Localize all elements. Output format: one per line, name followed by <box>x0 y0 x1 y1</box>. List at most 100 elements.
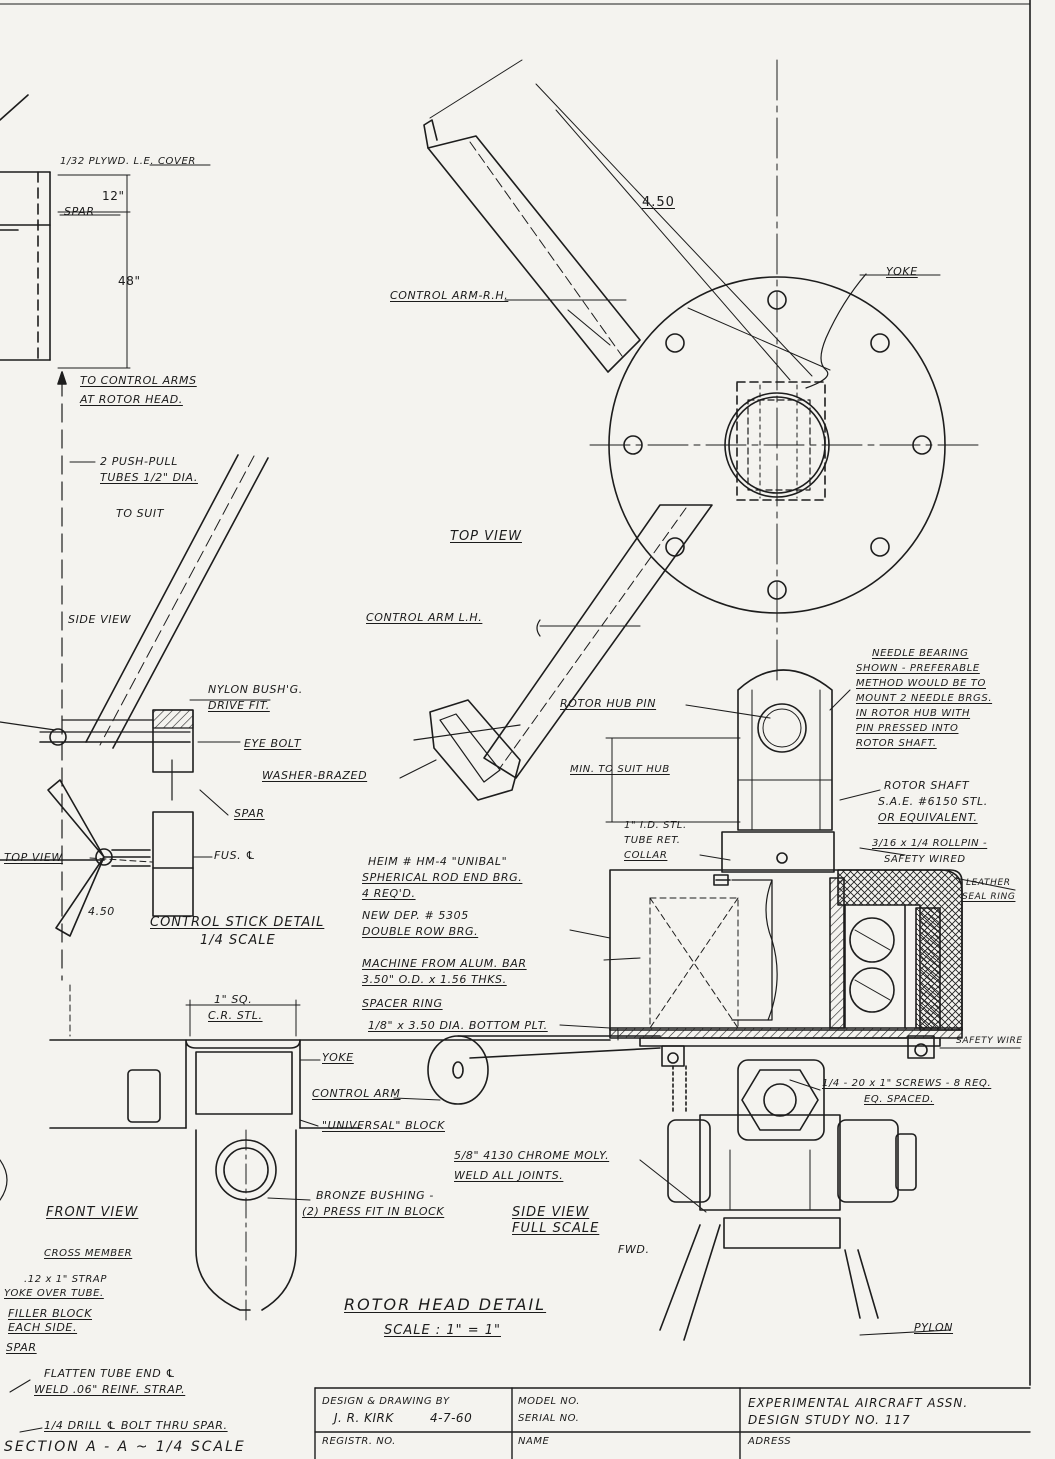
label-needle-1: NEEDLE BEARING <box>872 648 969 659</box>
label-control-arm-front: CONTROL ARM <box>312 1087 401 1100</box>
label-spar-mid: SPAR <box>234 807 265 820</box>
label-tubes-dia: TUBES 1/2" DIA. <box>100 471 198 484</box>
tb-name-label: NAME <box>518 1436 550 1447</box>
label-to-suit: TO SUIT <box>116 507 165 520</box>
label-top-view: TOP VIEW <box>450 529 522 544</box>
label-chrome-moly: 5/8" 4130 CHROME MOLY. <box>454 1149 610 1162</box>
label-fus-centerline: FUS. ℄ <box>214 849 256 862</box>
label-cross-member: CROSS MEMBER <box>44 1248 133 1259</box>
label-at-rotor-head: AT ROTOR HEAD. <box>80 393 183 406</box>
dim-12: 12" <box>102 189 125 203</box>
tb-designer: J. R. KIRK <box>334 1411 394 1425</box>
label-min-to-suit-hub: MIN. TO SUIT HUB <box>570 764 670 775</box>
dim-48: 48" <box>118 274 141 288</box>
label-rotor-hub-pin: ROTOR HUB PIN <box>560 697 657 710</box>
label-filler-block: FILLER BLOCK <box>8 1307 93 1320</box>
label-each-side: EACH SIDE. <box>8 1321 78 1334</box>
rotor-shaft-side-view <box>605 669 963 1113</box>
label-bronze-bushing: BRONZE BUSHING - <box>316 1189 434 1202</box>
label-yoke-front: YOKE <box>322 1051 354 1064</box>
label-flatten-1: FLATTEN TUBE END ℄ <box>44 1367 176 1380</box>
dim-450-small: 4.50 <box>88 905 115 918</box>
label-side-view-full: SIDE VIEW <box>512 1205 590 1220</box>
label-or-equivalent: OR EQUIVALENT. <box>878 811 978 824</box>
control-arm-leader <box>57 371 67 981</box>
label-drill-bolt: 1/4 DRILL ℄ BOLT THRU SPAR. <box>44 1419 228 1432</box>
label-tube-ret-2: TUBE RET. <box>624 835 681 846</box>
label-needle-5: IN ROTOR HUB WITH <box>856 708 971 719</box>
label-ply-le-cover: 1/32 PLYWD. L.E. COVER <box>60 156 196 167</box>
label-bottom-plt: 1/8" x 3.50 DIA. BOTTOM PLT. <box>368 1019 548 1032</box>
control-arm-end <box>427 1035 661 1105</box>
label-drive-fit: DRIVE FIT. <box>208 699 270 712</box>
label-weld-all-joints: WELD ALL JOINTS. <box>454 1169 564 1182</box>
label-heim-1: HEIM # HM-4 "UNIBAL" <box>368 855 508 868</box>
label-safety-wire: SAFETY WIRE <box>956 1036 1023 1046</box>
control-arm-rh-drawing <box>423 59 813 381</box>
label-yoke-top: YOKE <box>886 265 918 278</box>
label-rotor-shaft: ROTOR SHAFT <box>884 779 970 792</box>
label-cr-stl: C.R. STL. <box>208 1009 263 1022</box>
tb-study: DESIGN STUDY NO. 117 <box>748 1413 911 1427</box>
label-stick-scale: 1/4 SCALE <box>200 933 276 948</box>
tb-date: 4-7-60 <box>430 1411 473 1425</box>
label-tube-ret-3: COLLAR <box>624 850 668 861</box>
label-side-view-small: SIDE VIEW <box>68 613 132 626</box>
label-eq-spaced: EQ. SPACED. <box>864 1094 935 1105</box>
label-nylon-bushing: NYLON BUSH'G. <box>208 683 303 696</box>
label-1-sq: 1" SQ. <box>214 993 253 1006</box>
label-spacer-ring: SPACER RING <box>362 997 443 1010</box>
label-screws: 1/4 - 20 x 1" SCREWS - 8 REQ. <box>822 1078 992 1089</box>
label-rollpin: 3/16 x 1/4 ROLLPIN - <box>872 838 988 849</box>
leader-lines <box>9 164 1021 1433</box>
tb-model-label: MODEL NO. <box>518 1396 580 1407</box>
label-machine-1: MACHINE FROM ALUM. BAR <box>362 957 527 970</box>
label-washer-brazed: WASHER-BRAZED <box>262 769 368 782</box>
label-rotor-head-detail: ROTOR HEAD DETAIL <box>344 1295 547 1314</box>
label-control-stick-detail: CONTROL STICK DETAIL <box>150 915 325 930</box>
label-heim-2: SPHERICAL ROD END BRG. <box>362 871 523 884</box>
label-tube-ret-1: 1" I.D. STL. <box>624 820 687 831</box>
universal-block-side <box>659 1059 917 1341</box>
label-needle-2: SHOWN - PREFERABLE <box>856 663 980 674</box>
label-spar-bottom: SPAR <box>6 1341 37 1354</box>
label-strap-2: YOKE OVER TUBE. <box>4 1288 104 1299</box>
label-press-fit: (2) PRESS FIT IN BLOCK <box>302 1205 445 1218</box>
label-safety-wired: SAFETY WIRED <box>884 854 966 865</box>
label-machine-2: 3.50" O.D. x 1.56 THKS. <box>362 973 507 986</box>
wing-section-sketch <box>0 94 131 369</box>
label-section-a-a: SECTION A - A ~ 1/4 SCALE <box>4 1439 246 1455</box>
tb-org: EXPERIMENTAL AIRCRAFT ASSN. <box>748 1396 969 1410</box>
label-needle-6: PIN PRESSED INTO <box>856 723 959 734</box>
control-stick-detail <box>0 454 269 937</box>
label-top-view-small: TOP VIEW <box>4 851 63 864</box>
label-seal-ring: SEAL RING <box>962 892 1016 902</box>
control-arm-lh-drawing <box>413 504 713 801</box>
label-universal-block: "UNIVERSAL" BLOCK <box>322 1119 445 1132</box>
label-strap-1: .12 x 1" STRAP <box>24 1274 107 1285</box>
label-pylon: PYLON <box>914 1321 954 1334</box>
tb-serial-label: SERIAL NO. <box>518 1413 580 1424</box>
label-needle-4: MOUNT 2 NEEDLE BRGS. <box>856 693 993 704</box>
title-block-frame <box>314 1387 1031 1459</box>
label-needle-7: ROTOR SHAFT. <box>856 738 937 749</box>
label-newdep-2: DOUBLE ROW BRG. <box>362 925 479 938</box>
label-to-control-arms: TO CONTROL ARMS <box>80 374 197 387</box>
label-front-view: FRONT VIEW <box>46 1205 139 1220</box>
label-sae-6150: S.A.E. #6150 STL. <box>878 795 988 808</box>
label-leather: LEATHER <box>966 878 1011 888</box>
label-push-pull: 2 PUSH-PULL <box>100 455 178 468</box>
front-view-yoke <box>0 984 611 1321</box>
tb-registr-label: REGISTR. NO. <box>322 1436 396 1447</box>
label-needle-3: METHOD WOULD BE TO <box>856 678 986 689</box>
tb-design-by-label: DESIGN & DRAWING BY <box>322 1396 450 1407</box>
label-heim-3: 4 REQ'D. <box>362 887 416 900</box>
label-flatten-2: WELD .06" REINF. STRAP. <box>34 1383 186 1396</box>
label-newdep-1: NEW DEP. # 5305 <box>362 909 469 922</box>
label-spar-top: SPAR <box>64 205 95 218</box>
dim-450: 4.50 <box>642 195 675 210</box>
label-full-scale: FULL SCALE <box>512 1221 600 1236</box>
label-eye-bolt: EYE BOLT <box>244 737 302 750</box>
